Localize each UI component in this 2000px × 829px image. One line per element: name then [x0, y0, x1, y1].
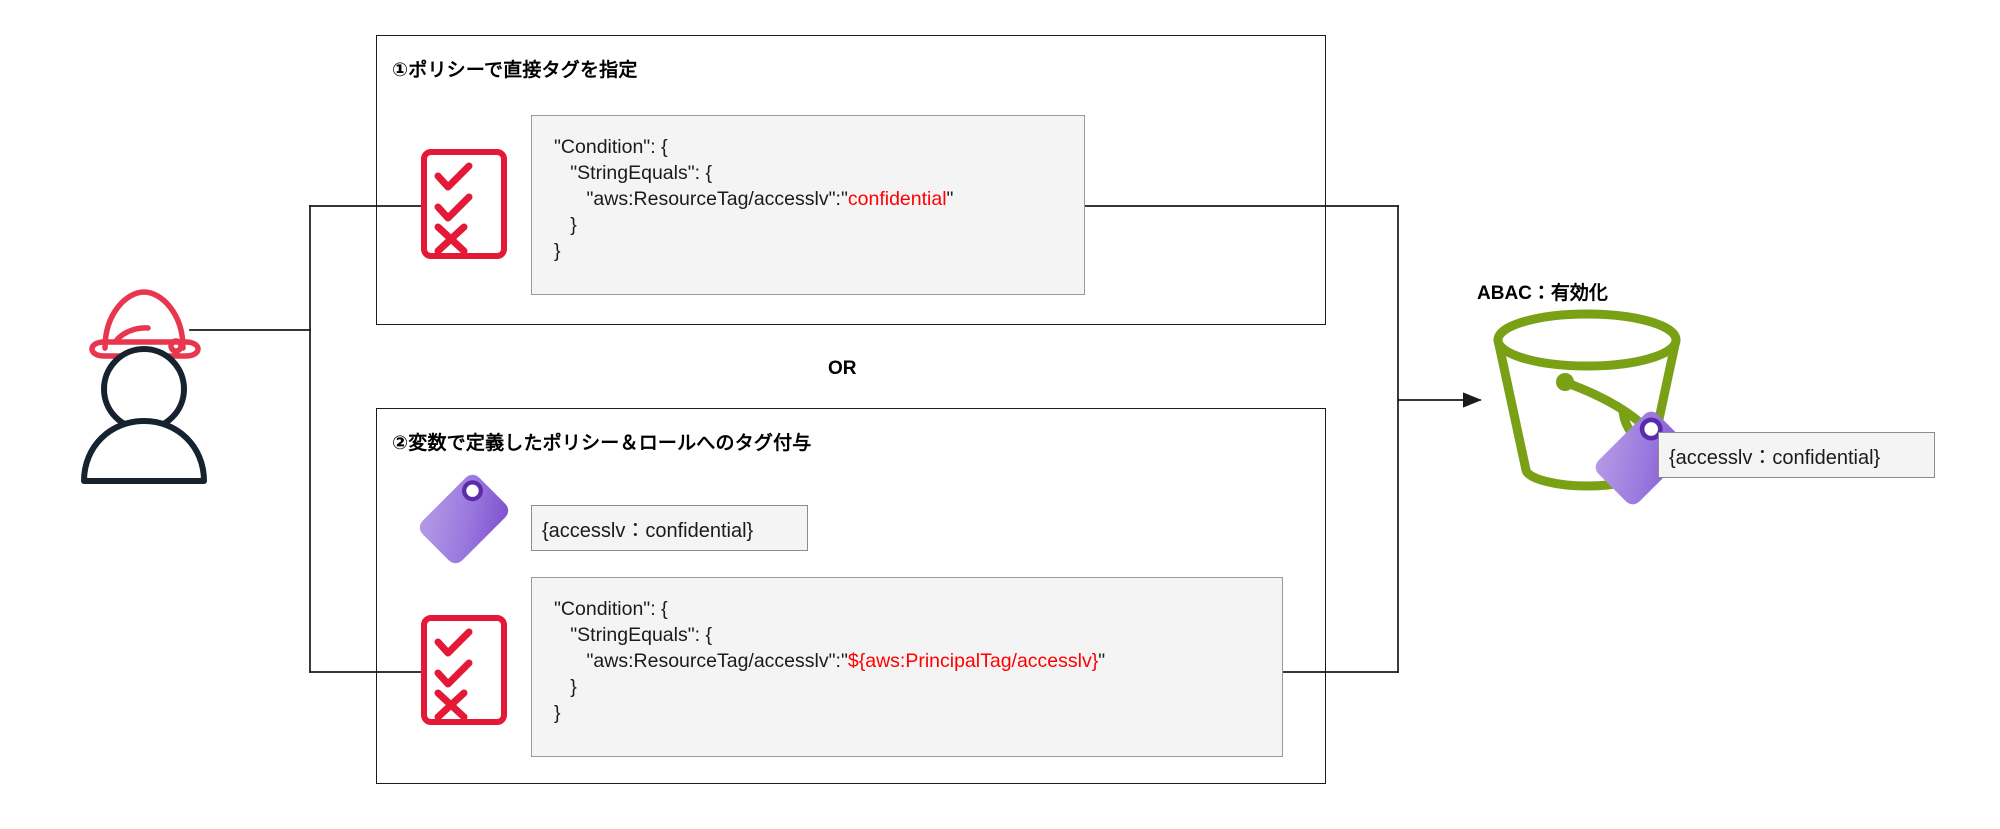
check-mark-2	[434, 193, 473, 222]
option-1-code-block: "Condition": { "StringEquals": { "aws:Re…	[531, 115, 1085, 295]
s3-bucket-icon	[1493, 309, 1689, 505]
code-key: "aws:ResourceTag/accesslv":"	[554, 188, 848, 210]
code-line: "Condition": {	[554, 136, 668, 158]
operator-person-icon	[81, 289, 207, 484]
result-tag-value-box: {accesslv：confidential}	[1658, 432, 1935, 478]
option-2-panel	[376, 408, 1326, 784]
code-line: "StringEquals": {	[554, 162, 713, 184]
code-line: "Condition": {	[554, 598, 668, 620]
option-2-tag-value-box: {accesslv：confidential}	[531, 505, 808, 551]
code-quote: "	[946, 188, 954, 210]
option-2-code-block: "Condition": { "StringEquals": { "aws:Re…	[531, 577, 1283, 757]
tag-icon-option2	[419, 474, 509, 564]
option-2-code-text: "Condition": { "StringEquals": { "aws:Re…	[554, 596, 1260, 726]
code-key: "aws:ResourceTag/accesslv":"	[554, 650, 848, 672]
option-1-panel	[376, 35, 1326, 325]
code-line: }	[554, 240, 561, 262]
code-line: }	[554, 702, 561, 724]
code-line: "aws:ResourceTag/accesslv":"${aws:Princi…	[554, 650, 1106, 672]
abac-status-label: ABAC：有効化	[1477, 283, 1608, 304]
check-mark-1	[434, 162, 473, 191]
code-value-highlight: ${aws:PrincipalTag/accesslv}	[847, 650, 1099, 672]
code-line: "aws:ResourceTag/accesslv":"confidential…	[554, 188, 954, 210]
cross-mark-b	[434, 223, 468, 255]
option-2-title: ②変数で定義したポリシー＆ロールへのタグ付与	[392, 433, 812, 454]
code-line: "StringEquals": {	[554, 624, 713, 646]
code-quote: "	[1098, 650, 1106, 672]
code-line: }	[554, 214, 577, 236]
checklist-icon-option2	[421, 615, 507, 725]
code-value-highlight: confidential	[847, 188, 947, 210]
code-line: }	[554, 676, 577, 698]
checklist-icon-option1	[421, 149, 507, 259]
option-1-code-text: "Condition": { "StringEquals": { "aws:Re…	[554, 134, 1062, 264]
or-label: OR	[828, 358, 857, 379]
option-1-title: ①ポリシーで直接タグを指定	[392, 60, 638, 81]
